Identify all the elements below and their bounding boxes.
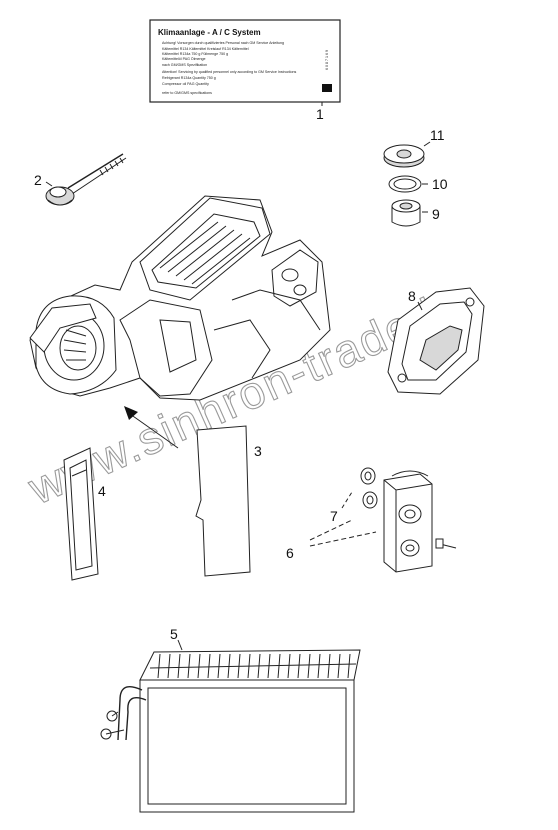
ac-housing [29, 195, 331, 401]
screw [45, 153, 127, 206]
direction-arrow [124, 406, 179, 449]
o-ring [360, 467, 378, 509]
callout-11: 11 [430, 127, 445, 143]
callout-9: 9 [432, 206, 440, 222]
ac-label-row-8: Compressor oil PAG Quantity [162, 82, 209, 86]
ac-label-row-9: refer to GM/GMS specifications [162, 91, 212, 95]
ac-label-row-7: Refrigerant R134a Quantity 750 g [162, 76, 216, 80]
ac-label-row-6: Attention! Servicing by qualified person… [162, 70, 296, 74]
callout-2: 2 [34, 172, 42, 188]
ac-label-row-1: Achtung! Vorsorgen durch qualifiziertes … [162, 41, 284, 45]
filter-frame [63, 447, 99, 581]
callout-6: 6 [286, 545, 294, 561]
valve-core [391, 199, 421, 227]
ac-label-row-5: nach GM/GMS Spezifikation [162, 63, 207, 67]
callout-10: 10 [432, 176, 448, 192]
ac-label-row-4: Kältemittelöl PAG Ölmenge [162, 57, 205, 61]
ac-label-code: 6 0 8 7 1 6 9 [325, 50, 329, 70]
seal-strip [195, 425, 251, 577]
callout-7: 7 [330, 508, 338, 524]
ac-label-black-mark [322, 84, 332, 92]
expansion-valve [383, 470, 457, 573]
ac-label-row-2: Kältemittel R134 Kältemittel Kreislauf R… [162, 47, 249, 51]
gasket [387, 287, 485, 395]
callout-1: 1 [316, 106, 324, 122]
callout-5: 5 [170, 626, 178, 642]
callout-4: 4 [98, 483, 106, 499]
callout-8: 8 [408, 288, 416, 304]
cap [383, 144, 425, 168]
ac-system-label: Klimaanlage - A / C System Achtung! Vors… [149, 19, 341, 103]
ac-label-title: Klimaanlage - A / C System [158, 28, 261, 37]
seal-ring [388, 175, 422, 193]
callout-3: 3 [254, 443, 262, 459]
evaporator [100, 649, 361, 813]
ac-label-row-3: Kältemittel R134a 750 g Füllmenge 750 g [162, 52, 228, 56]
